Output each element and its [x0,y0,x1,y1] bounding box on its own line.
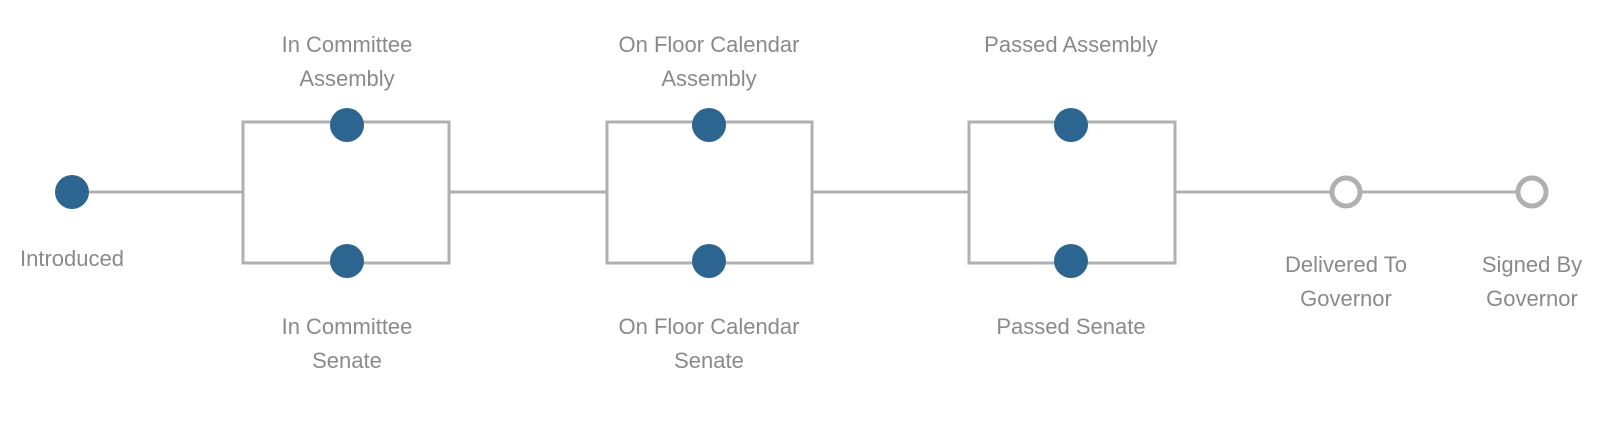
stage-label-line: Senate [312,348,382,373]
stage-label-line: Delivered To [1285,252,1407,277]
stage-label-line: Governor [1300,286,1392,311]
floor-branch-box [605,120,814,265]
stage-label-line: Assembly [661,66,756,91]
stage-dot [1515,175,1549,209]
stage-label: Passed Senate [996,314,1145,339]
stage-label-line: Passed Senate [996,314,1145,339]
stage-label-line: In Committee [282,32,413,57]
stage-dot [330,244,364,278]
stage-label-line: Passed Assembly [984,32,1158,57]
stage-label-line: Signed By [1482,252,1582,277]
stage-delivered-to-governor[interactable]: Delivered To Governor [1285,175,1407,311]
stage-label: Passed Assembly [984,32,1158,57]
committee-branch-box [241,120,451,265]
stage-dot [330,108,364,142]
stage-label-line: On Floor Calendar [619,32,800,57]
passed-branch-box [967,120,1177,265]
stage-label: Introduced [20,246,124,271]
stage-signed-by-governor[interactable]: Signed By Governor [1482,175,1582,311]
stage-label-line: Governor [1486,286,1578,311]
stage-dot [1054,108,1088,142]
stage-label: Signed By Governor [1482,252,1582,311]
stage-label-line: Senate [674,348,744,373]
stage-dot [692,244,726,278]
stage-introduced[interactable]: Introduced [20,175,124,271]
stage-label-line: On Floor Calendar [619,314,800,339]
stage-dot [1329,175,1363,209]
stage-dot [1054,244,1088,278]
stage-label-line: In Committee [282,314,413,339]
stage-label: Delivered To Governor [1285,252,1407,311]
stage-label-line: Introduced [20,246,124,271]
stage-dot [55,175,89,209]
stage-label-line: Assembly [299,66,394,91]
stage-passed-assembly[interactable]: Passed Assembly [984,32,1158,142]
stage-passed-senate[interactable]: Passed Senate [996,244,1146,339]
stage-dot [692,108,726,142]
